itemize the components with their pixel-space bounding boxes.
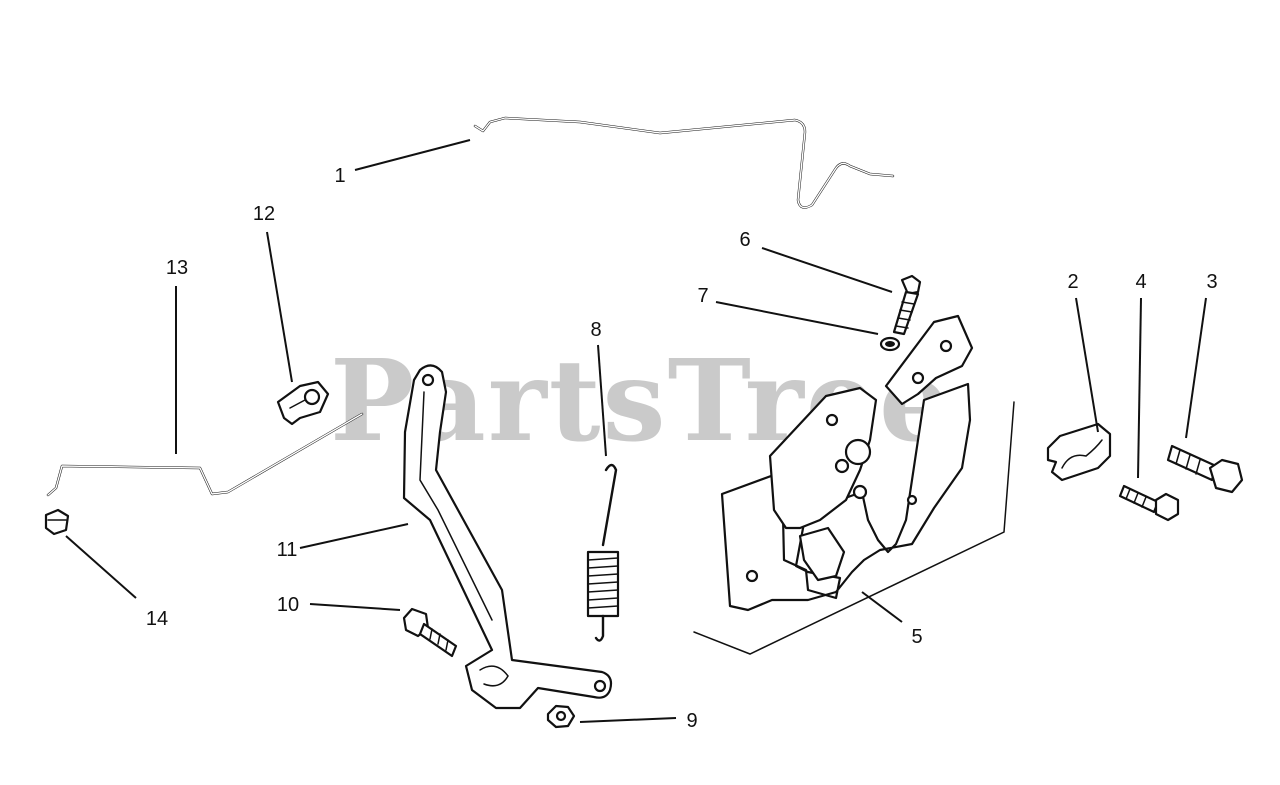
leader-3: [1185, 297, 1207, 439]
callout-7: 7: [697, 285, 708, 307]
leader-2: [1075, 297, 1099, 433]
callout-8: 8: [590, 319, 601, 341]
part-1-control-rod: [473, 116, 895, 209]
leader-14: [65, 535, 137, 599]
leader-5: [861, 591, 903, 623]
part-14-cap-nut: [44, 508, 70, 536]
leader-10: [309, 603, 401, 611]
callout-4: 4: [1135, 271, 1146, 293]
callout-13: 13: [166, 257, 188, 279]
part-3-large-bolt: [1166, 444, 1244, 494]
leader-lines: [65, 139, 1207, 723]
part-13-choke-rod: [46, 412, 364, 497]
leader-8: [597, 344, 607, 457]
callout-labels: 1 2 3 4 5 6 7 8 9 10 11 12 13 14: [146, 165, 1218, 732]
leader-4: [1137, 297, 1142, 479]
leader-12: [266, 231, 293, 383]
part-7-washer: [879, 336, 901, 352]
part-10-bolt: [402, 607, 458, 658]
callout-11: 11: [277, 539, 298, 561]
part-9-hex-nut: [546, 704, 576, 729]
callout-9: 9: [686, 710, 697, 732]
callout-10: 10: [277, 594, 299, 616]
callout-12: 12: [253, 203, 275, 225]
part-12-clip: [276, 380, 330, 426]
part-4-small-bolt: [1118, 484, 1180, 522]
callout-6: 6: [739, 229, 750, 251]
leader-11: [299, 523, 409, 549]
leader-1: [354, 139, 471, 171]
callout-3: 3: [1206, 271, 1217, 293]
leader-6: [761, 247, 893, 293]
callout-14: 14: [146, 608, 168, 630]
leader-7: [715, 301, 879, 335]
part-11-lever-arm: [402, 364, 613, 710]
part-6-screw: [892, 274, 922, 336]
callout-2: 2: [1067, 271, 1078, 293]
callout-1: 1: [334, 165, 345, 187]
part-5-control-plate: [693, 314, 1015, 655]
part-2-clamp-bracket: [1046, 422, 1112, 482]
part-8-spring: [586, 463, 620, 642]
callout-5: 5: [911, 626, 922, 648]
leader-9: [579, 717, 677, 723]
